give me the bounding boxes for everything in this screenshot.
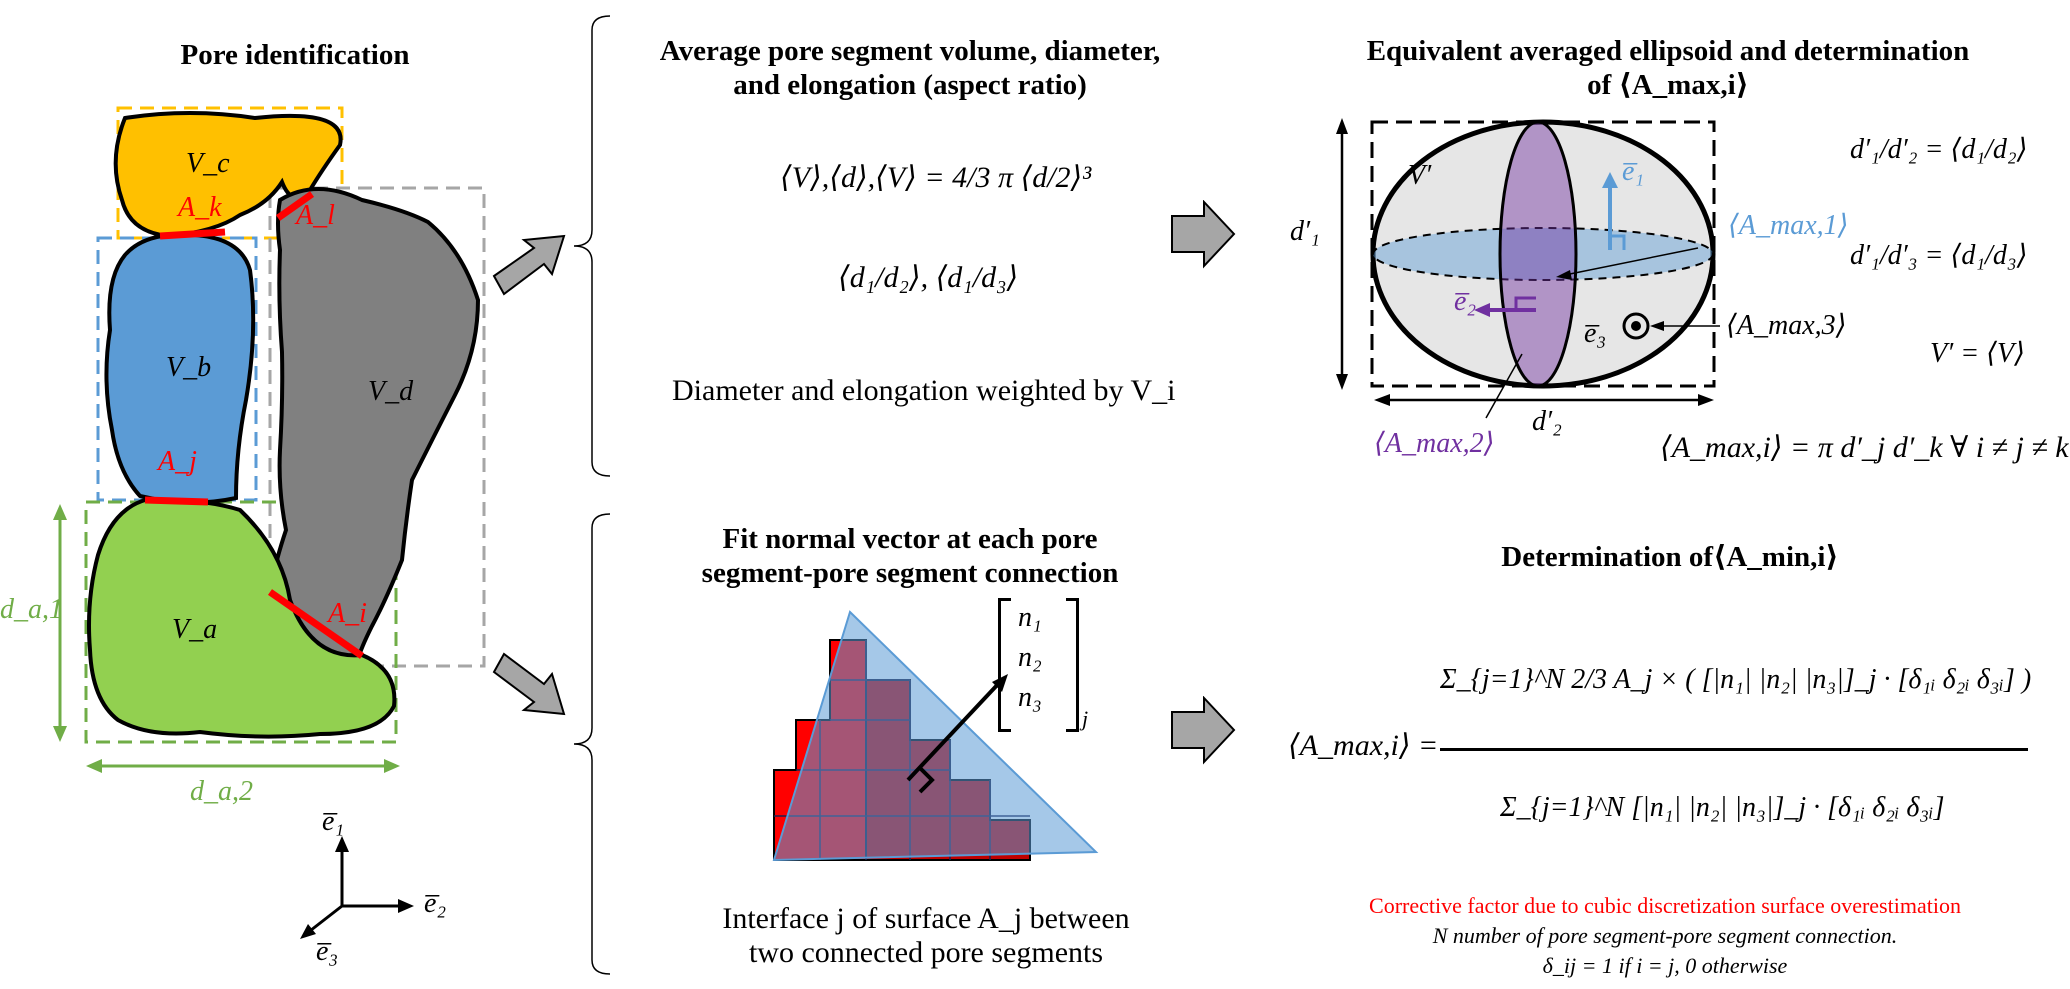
ellipsoid-title: Equivalent averaged ellipsoid and determ… — [1366, 35, 1970, 101]
ratio-d1-d3: d′₁/d′₃ = ⟨d₁/d₃⟩ — [1850, 240, 2028, 271]
amin-title: Determination of⟨A_min,i⟩ — [1501, 541, 1839, 573]
label-vc: V_c — [186, 148, 230, 179]
amax-denominator: Σ_{j=1}^N [|n₁| |n₂| |n₃|]_j · [δ₁ᵢ δ₂ᵢ … — [1500, 792, 1945, 823]
vector-n3: n₃ — [1018, 682, 1042, 713]
label-al: A_l — [296, 200, 335, 231]
normal-vector-arrow — [906, 680, 1002, 782]
label-amax3: ⟨A_max,3⟩ — [1726, 310, 1847, 341]
section-amax1 — [1372, 227, 1714, 281]
amax-lhs: ⟨A_max,i⟩ = — [1288, 729, 1439, 762]
ratio-d1-d2: d′₁/d′₂ = ⟨d₁/d₂⟩ — [1850, 134, 2028, 165]
section-amax2 — [1498, 120, 1578, 388]
volume-formula: ⟨V⟩,⟨d⟩,⟨V⟩ = 4/3 π ⟨d/2⟩³ — [780, 161, 1092, 194]
voxel-staircase — [772, 610, 1099, 862]
kronecker-note: δ_ij = 1 if i = j, 0 otherwise — [1542, 953, 1788, 978]
label-amax1: ⟨A_max,1⟩ — [1728, 210, 1849, 241]
label-axis-e2: e̅₂ — [424, 888, 447, 919]
label-d2prime: d′₂ — [1532, 406, 1562, 437]
interface-ai — [268, 589, 364, 659]
bbox-va — [84, 500, 398, 744]
vector-n2: n₂ — [1018, 642, 1042, 673]
arrow-to-top — [492, 234, 566, 296]
fraction-bar — [1440, 748, 2028, 751]
ellipsoid-figure — [1336, 118, 1720, 419]
volume-equality: V′ = ⟨V⟩ — [1930, 338, 2026, 369]
label-axis-e1: e̅₁ — [322, 806, 345, 837]
pore-identification-title: Pore identification — [180, 39, 410, 71]
label-amax2: ⟨A_max,2⟩ — [1374, 428, 1495, 459]
vector-subscript: j — [1082, 706, 1089, 731]
amax-formula: ⟨A_max,i⟩ = π d′_j d′_k ∀ i ≠ j ≠ k — [1660, 431, 2069, 464]
arrow-right-bottom — [1171, 696, 1236, 765]
label-ai: A_i — [328, 598, 367, 629]
amax-numerator: Σ_{j=1}^N 2/3 A_j × ( [|n₁| |n₂| |n₃|]_j… — [1440, 664, 2032, 695]
label-ak: A_k — [178, 192, 222, 223]
pore-segment-va — [87, 497, 397, 739]
interface-al — [275, 191, 315, 221]
label-axis-e3: e̅₃ — [316, 936, 339, 967]
leader-amax2 — [1485, 353, 1523, 419]
arrow-to-bottom — [492, 652, 566, 716]
connection-count-note: N number of pore segment-pore segment co… — [1432, 923, 1898, 948]
fitted-plane — [772, 610, 1099, 862]
pore-segment-vd — [269, 187, 481, 663]
label-d1prime: d′₁ — [1290, 216, 1320, 247]
ratio-formula: ⟨d₁/d₂⟩, ⟨d₁/d₃⟩ — [838, 261, 1019, 294]
brace-bottom — [573, 513, 611, 975]
label-da1: d_a,1 — [0, 594, 63, 625]
normal-vector-matrix: n₁ n₂ n₃ j — [998, 598, 1088, 732]
normal-vector-title: Fit normal vector at each pore segment-p… — [701, 523, 1119, 589]
vector-n1: n₁ — [1018, 602, 1042, 633]
pore-segment-vc — [113, 111, 343, 239]
normal-e3-symbol — [1622, 312, 1650, 340]
label-vprime: V′ — [1408, 160, 1432, 191]
label-da2: d_a,2 — [190, 776, 253, 807]
label-e2: e̅₂ — [1454, 286, 1477, 317]
leader-amax1 — [1559, 247, 1699, 277]
interface-aj — [144, 496, 209, 506]
label-e1: e̅₁ — [1622, 156, 1645, 187]
label-va: V_a — [172, 614, 218, 645]
brace-top — [573, 15, 611, 477]
arrow-right-top — [1171, 200, 1236, 269]
weighting-caption: Diameter and elongation weighted by V_i — [672, 374, 1176, 407]
interface-ak — [159, 228, 226, 240]
corrective-factor-note: Corrective factor due to cubic discretiz… — [1369, 893, 1961, 918]
pore-diagram — [53, 106, 486, 939]
interface-caption: Interface j of surface A_j between two c… — [722, 902, 1130, 969]
averaging-title: Average pore segment volume, diameter, a… — [659, 35, 1161, 101]
label-vd: V_d — [368, 376, 414, 407]
label-vb: V_b — [166, 352, 212, 383]
label-e3: e̅₃ — [1584, 318, 1607, 349]
label-aj: A_j — [158, 446, 197, 477]
connectors — [492, 15, 611, 975]
